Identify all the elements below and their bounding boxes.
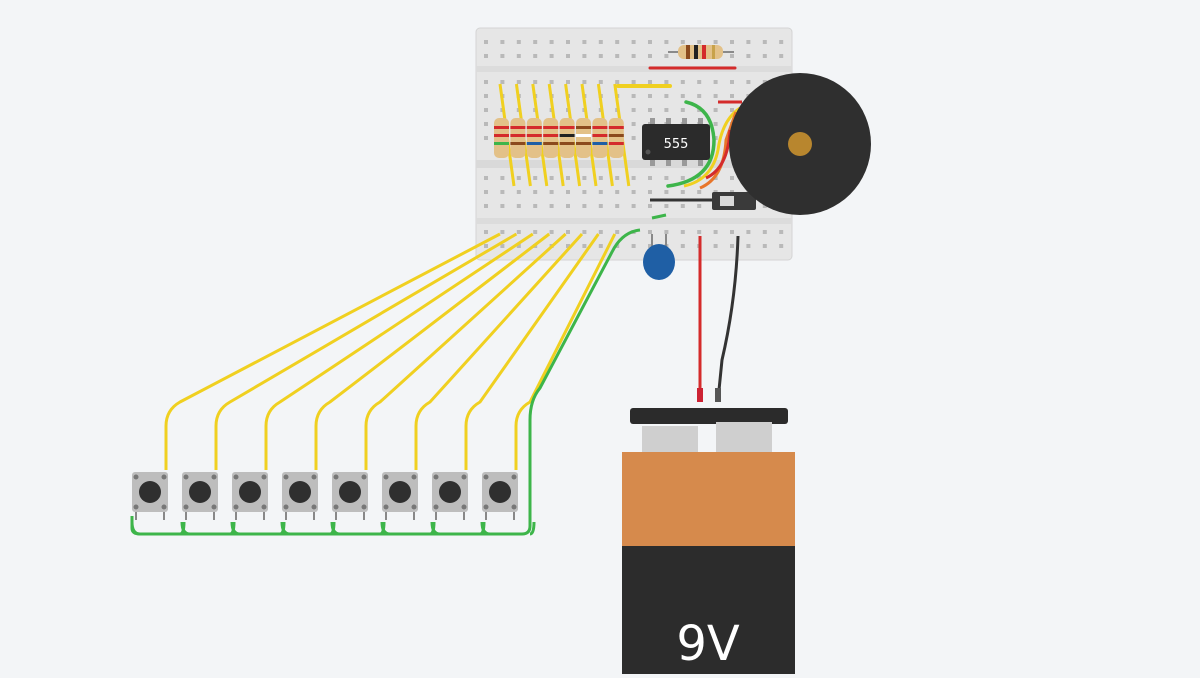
button-signal-wire[interactable]: [414, 232, 584, 470]
ic-label: 555: [664, 137, 689, 152]
ladder-resistor[interactable]: [576, 118, 591, 158]
battery-terminal-positive: [642, 426, 698, 452]
button-signal-wire[interactable]: [214, 232, 518, 470]
piezo-buzzer[interactable]: [729, 73, 871, 215]
button-signal-wire[interactable]: [314, 232, 551, 470]
buzzer-center: [788, 132, 812, 156]
pushbutton[interactable]: [332, 472, 368, 520]
pushbutton[interactable]: [182, 472, 218, 520]
ladder-resistor[interactable]: [494, 118, 509, 158]
resistor-ladder[interactable]: [494, 83, 631, 187]
pushbutton[interactable]: [282, 472, 318, 520]
battery-9v[interactable]: 9V: [622, 408, 795, 674]
ground-bus-wire[interactable]: [130, 228, 641, 536]
button-signal-wire[interactable]: [264, 232, 534, 470]
pushbutton[interactable]: [482, 472, 518, 520]
battery-clip: [630, 408, 788, 424]
ic-555-chip[interactable]: 555: [642, 118, 710, 166]
button-signal-wire[interactable]: [364, 232, 567, 470]
button-signal-wire[interactable]: [464, 233, 600, 470]
ladder-resistor[interactable]: [592, 118, 608, 158]
ladder-resistor[interactable]: [543, 118, 559, 158]
battery-terminal-negative: [716, 422, 772, 452]
battery-black-lead[interactable]: [716, 235, 740, 401]
pushbutton[interactable]: [132, 472, 168, 520]
ceramic-capacitor[interactable]: [643, 234, 675, 280]
pushbutton[interactable]: [232, 472, 268, 520]
pushbutton[interactable]: [382, 472, 418, 520]
green-jumper-wire[interactable]: [666, 100, 716, 188]
green-short-wire[interactable]: [651, 213, 667, 220]
battery-label: 9V: [676, 616, 740, 672]
pushbutton-row[interactable]: [132, 472, 518, 520]
ladder-resistor[interactable]: [608, 118, 624, 158]
yellow-ic-wire[interactable]: [683, 106, 741, 188]
button-signal-wire[interactable]: [164, 232, 501, 470]
top-resistor[interactable]: [668, 45, 734, 59]
slide-switch[interactable]: [712, 192, 756, 210]
ladder-resistor[interactable]: [559, 118, 575, 158]
ladder-resistor[interactable]: [526, 118, 542, 158]
pushbutton[interactable]: [432, 472, 468, 520]
ladder-resistor[interactable]: [510, 118, 526, 158]
button-wires[interactable]: [164, 232, 617, 470]
button-signal-wire[interactable]: [514, 233, 617, 470]
